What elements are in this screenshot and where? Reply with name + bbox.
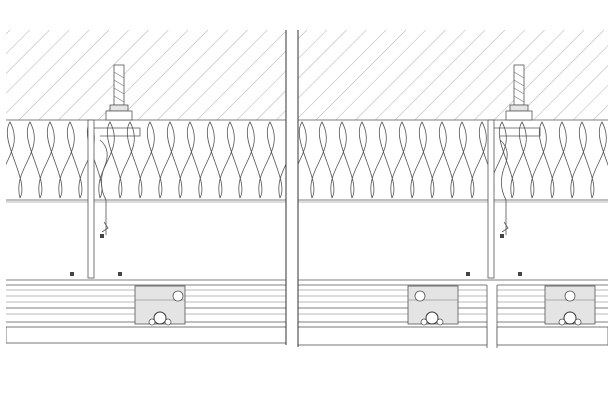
cladding-panel	[298, 326, 488, 346]
concrete-wall	[6, 30, 286, 120]
dowel-anchor	[505, 64, 533, 121]
bracket	[87, 119, 141, 279]
dowel-anchor	[105, 64, 133, 121]
section-panel-right	[298, 30, 608, 348]
cladding-panel	[6, 326, 286, 344]
insulation-layer	[6, 121, 286, 199]
clip-fixing	[134, 285, 186, 326]
clip-fixing	[544, 285, 596, 326]
section-panel-left	[6, 30, 286, 344]
cladding-panel	[496, 326, 608, 346]
insulation-loop	[298, 121, 608, 199]
concrete-wall	[298, 30, 608, 120]
bracket	[487, 119, 541, 279]
insulation-layer	[298, 121, 608, 199]
clip-fixing	[407, 285, 459, 326]
insulation-loop	[6, 121, 286, 199]
